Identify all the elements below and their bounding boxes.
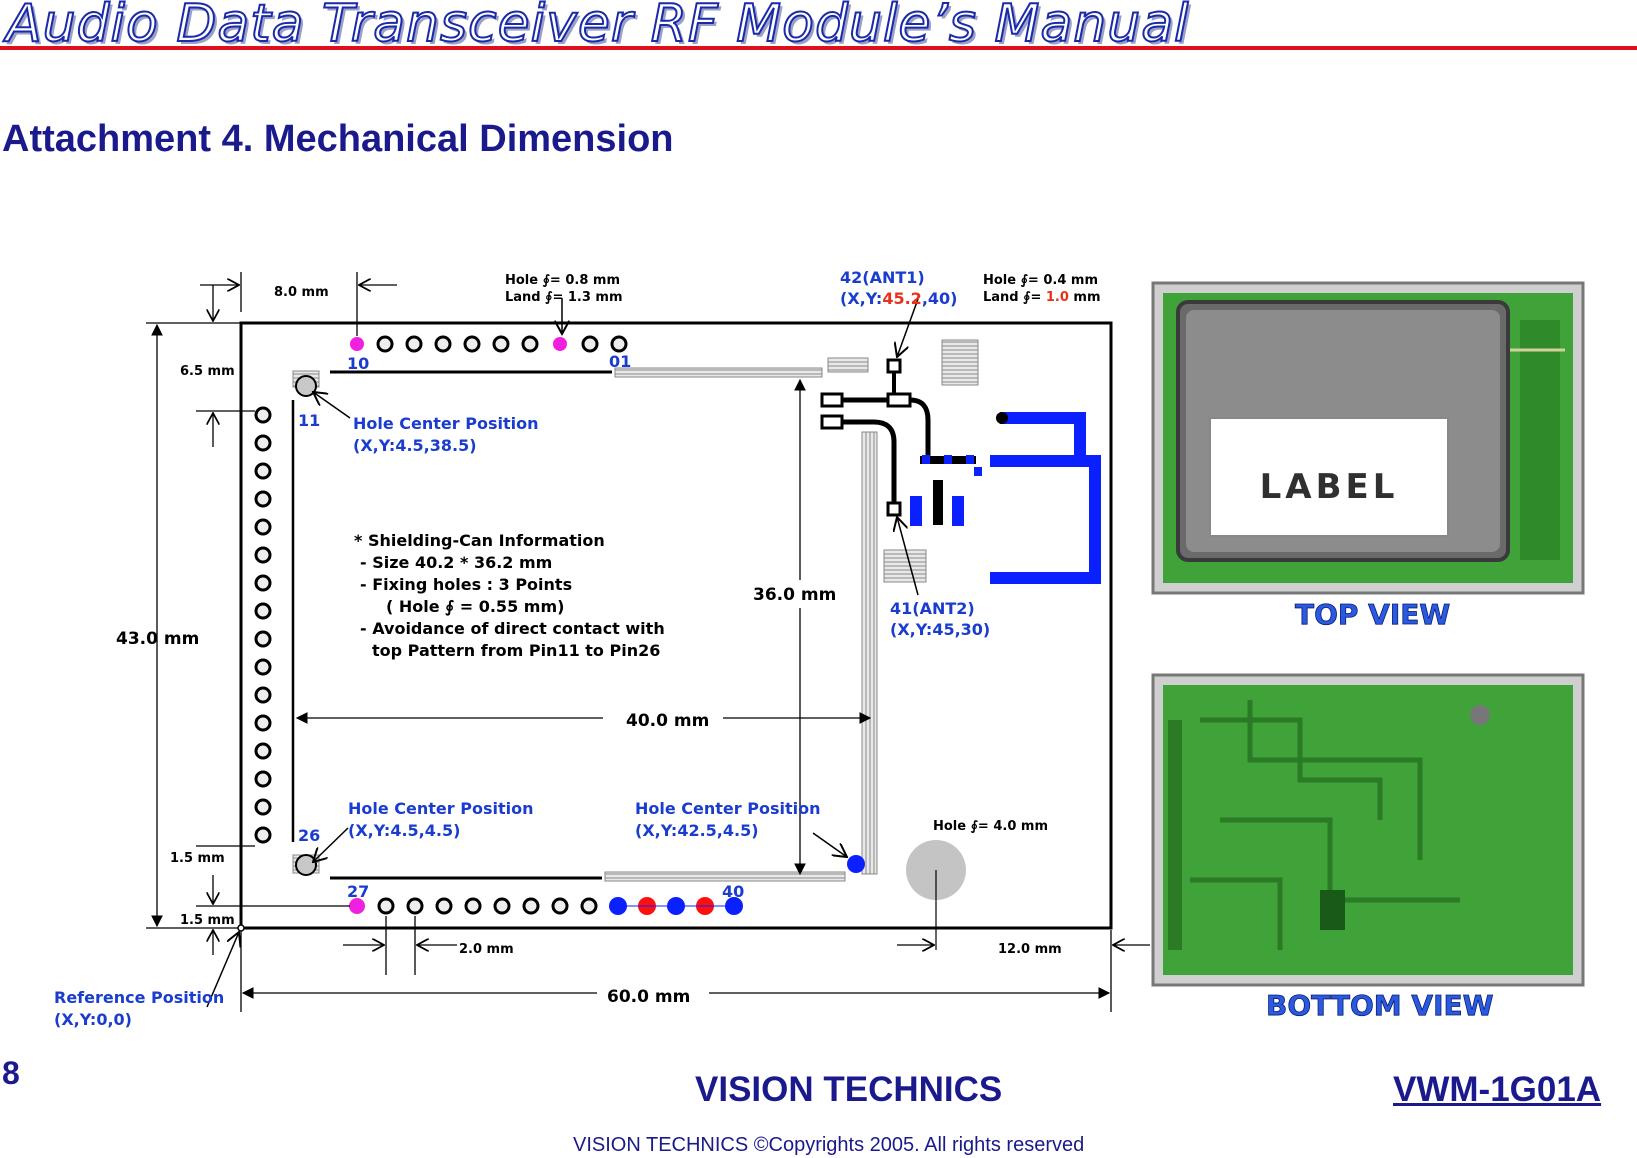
ant2-coord: (X,Y:45,30) (890, 620, 990, 639)
hole-center-1-label: Hole Center Position (353, 414, 538, 433)
dim-40mm-label: 40.0 mm (626, 711, 709, 731)
footer-company: VISION TECHNICS (695, 1070, 1003, 1109)
reference-origin-marker (237, 924, 245, 932)
pin-10-label: 10 (347, 354, 369, 373)
pin-40-label: 40 (722, 882, 744, 901)
pin-11-label: 11 (298, 411, 320, 430)
shield-info-title: * Shielding-Can Information (354, 531, 605, 550)
top-view-caption: TOP VIEW (1295, 598, 1450, 631)
shield-info-hole-dia: ( Hole ∮ = 0.55 mm) (386, 597, 564, 616)
photo-label-text: LABEL (1260, 467, 1399, 507)
pin-land-spec: Land ∮= 1.3 mm (505, 290, 623, 305)
hole-center-2-label: Hole Center Position (348, 799, 533, 818)
dim-6-5mm-label: 6.5 mm (180, 364, 235, 379)
rf-trace-area (820, 358, 1101, 584)
fixing-hole-bottom-right (847, 855, 865, 873)
section-heading: Attachment 4. Mechanical Dimension (2, 118, 674, 160)
fixing-hole-bottom-left (295, 854, 317, 876)
title-underline (0, 46, 1637, 50)
pin-header-top (350, 335, 628, 353)
page-title: Audio Data Transceiver RF Module’s Manua… (5, 0, 1190, 55)
pin-hole-spec: Hole ∮= 0.8 mm (505, 273, 620, 288)
hole-center-3-coord: (X,Y:42.5,4.5) (635, 821, 759, 840)
dim-8mm-label: 8.0 mm (274, 285, 329, 300)
dim-1-5mm-label-a: 1.5 mm (170, 851, 225, 866)
ant1-label: 42(ANT1) (840, 268, 925, 287)
pin-header-bottom (349, 897, 743, 915)
dim-60mm-label: 60.0 mm (607, 987, 690, 1007)
ant-land-spec: Land ∮= 1.0 mm (983, 290, 1101, 305)
page-number: 8 (2, 1055, 20, 1091)
mount-hole-spec: Hole ∮= 4.0 mm (933, 819, 1048, 834)
bottom-view-caption: BOTTOM VIEW (1266, 989, 1494, 1022)
shield-info-size: - Size 40.2 * 36.2 mm (360, 553, 552, 572)
top-view-photo: LABEL (1151, 281, 1585, 595)
pin-26-label: 26 (298, 826, 320, 845)
dim-1-5mm-label-b: 1.5 mm (180, 913, 235, 928)
reference-position-label: Reference Position (54, 988, 224, 1007)
leader-lines (206, 298, 919, 1008)
pin-01-label: 01 (609, 352, 631, 371)
pin-27-label: 27 (347, 882, 369, 901)
hole-center-2-coord: (X,Y:4.5,4.5) (348, 821, 460, 840)
shielding-can-info: * Shielding-Can Information - Size 40.2 … (354, 531, 665, 660)
board-outline (239, 321, 1113, 930)
dim-36mm-label: 36.0 mm (753, 585, 836, 605)
hole-center-1-coord: (X,Y:4.5,38.5) (353, 436, 477, 455)
dim-43mm-label: 43.0 mm (116, 629, 199, 649)
dimension-lines (146, 272, 1150, 1012)
shield-info-avoid-2: top Pattern from Pin11 to Pin26 (372, 641, 660, 660)
footer-copyright: VISION TECHNICS ©Copyrights 2005. All ri… (573, 1134, 1085, 1156)
shield-info-holes: - Fixing holes : 3 Points (360, 575, 572, 594)
bottom-view-photo (1151, 673, 1585, 987)
hole-center-3-label: Hole Center Position (635, 799, 820, 818)
shield-info-avoid-1: - Avoidance of direct contact with (360, 619, 665, 638)
dim-2mm-label: 2.0 mm (459, 942, 514, 957)
ant2-label: 41(ANT2) (890, 599, 975, 618)
ant1-coord: (X,Y:45.2,40) (840, 289, 957, 308)
footer-model: VWM-1G01A (1393, 1070, 1602, 1109)
pin-header-left (254, 406, 272, 844)
fixing-hole-top-left (295, 375, 317, 397)
reference-position-coord: (X,Y:0,0) (54, 1010, 132, 1029)
dim-12mm-label: 12.0 mm (998, 942, 1062, 957)
ant-hole-spec: Hole ∮= 0.4 mm (983, 273, 1098, 288)
